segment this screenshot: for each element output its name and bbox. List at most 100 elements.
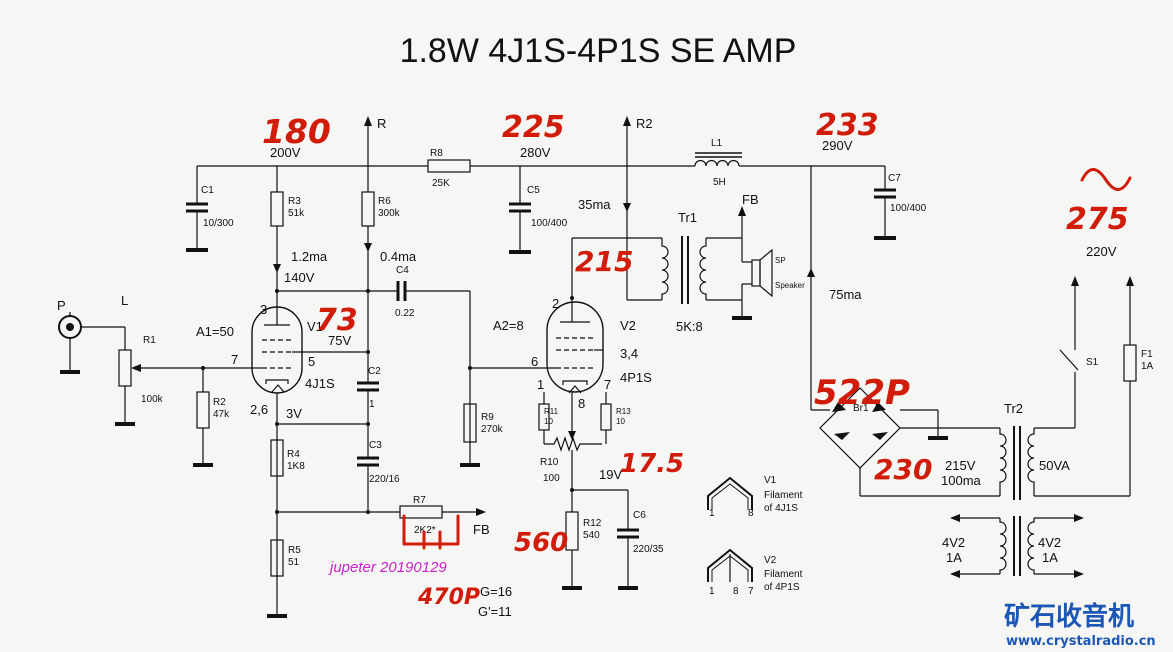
svg-text:R11: R11 <box>544 407 559 416</box>
svg-text:470P: 470P <box>417 585 480 610</box>
handwritten-annotations: 180 225 233 275 215 73 17.5 560 470P 522… <box>262 108 1132 610</box>
svg-text:35ma: 35ma <box>578 197 611 212</box>
svg-text:V2: V2 <box>764 555 777 566</box>
resistor-r9: R9 270k <box>460 366 504 467</box>
svg-text:6: 6 <box>531 354 538 369</box>
voltage-280v: 280V <box>520 145 551 160</box>
svg-text:Br1: Br1 <box>853 403 869 414</box>
speaker: FB SP Speaker <box>732 192 805 320</box>
mains-input: S1 F1 1A 220V <box>1059 244 1154 496</box>
svg-text:C2: C2 <box>368 366 381 377</box>
svg-text:540: 540 <box>583 530 600 541</box>
svg-text:3: 3 <box>260 302 267 317</box>
svg-text:47k: 47k <box>213 409 230 420</box>
svg-text:220/16: 220/16 <box>369 474 400 485</box>
power-transformer-tr2: Tr2 215V 100ma 50VA <box>941 401 1130 500</box>
svg-text:73: 73 <box>316 303 358 338</box>
svg-text:100: 100 <box>543 473 560 484</box>
svg-text:of 4P1S: of 4P1S <box>764 582 800 593</box>
capacitor-c5: C5 100/400 <box>509 166 568 254</box>
svg-text:1: 1 <box>537 377 544 392</box>
v2-plate-wire <box>570 237 662 300</box>
svg-text:75V: 75V <box>328 333 351 348</box>
svg-text:25K: 25K <box>432 178 450 189</box>
svg-text:Speaker: Speaker <box>775 281 805 290</box>
svg-text:C3: C3 <box>369 440 382 451</box>
svg-text:C5: C5 <box>527 185 540 196</box>
svg-text:A2=8: A2=8 <box>493 318 524 333</box>
svg-text:Filament: Filament <box>764 490 803 501</box>
svg-text:矿石收音机: 矿石收音机 <box>1004 601 1134 632</box>
svg-text:SP: SP <box>775 256 786 265</box>
v2-cathode-network: R11 10 R13 10 R10 100 19V R12 540 C6 220… <box>538 392 664 590</box>
svg-text:R3: R3 <box>288 196 301 207</box>
svg-text:8: 8 <box>578 396 585 411</box>
svg-text:L: L <box>121 293 128 308</box>
plate-supply-line: 35ma <box>578 166 631 300</box>
svg-text:R4: R4 <box>287 449 300 460</box>
svg-text:220V: 220V <box>1086 244 1117 259</box>
svg-text:225: 225 <box>502 110 565 145</box>
svg-text:FB: FB <box>473 522 490 537</box>
svg-text:230: 230 <box>874 453 932 486</box>
svg-text:Tr1: Tr1 <box>678 210 697 225</box>
svg-text:17.5: 17.5 <box>620 449 684 479</box>
tube-v1: 3 7 5 2,6 V1 75V 4J1S A1=50 <box>196 298 370 616</box>
resistor-r3: R3 51k 1.2ma 140V <box>270 166 328 298</box>
svg-text:180: 180 <box>262 112 331 151</box>
svg-text:R9: R9 <box>481 412 494 423</box>
test-point-r-right: R2 <box>623 116 653 166</box>
svg-text:0.4ma: 0.4ma <box>380 249 417 264</box>
cathode-network: 3V R4 1K8 C3 220/16 <box>270 406 400 514</box>
svg-text:R13: R13 <box>616 407 631 416</box>
svg-text:P: P <box>57 298 66 313</box>
svg-text:560: 560 <box>514 528 568 558</box>
svg-text:100/400: 100/400 <box>531 218 568 229</box>
svg-text:215: 215 <box>575 245 633 278</box>
svg-text:4V2: 4V2 <box>1038 535 1061 550</box>
choke-l1: L1 5H <box>694 138 742 188</box>
svg-text:R5: R5 <box>288 545 301 556</box>
svg-text:233: 233 <box>816 108 879 143</box>
heater-transformer: 4V2 1A 4V2 1A <box>942 514 1084 578</box>
svg-text:R1: R1 <box>143 335 156 346</box>
svg-text:1K8: 1K8 <box>287 461 305 472</box>
resistor-r8: R8 25K <box>427 148 471 189</box>
voltage-290v: 290V <box>822 138 853 153</box>
svg-text:270k: 270k <box>481 424 504 435</box>
svg-text:R8: R8 <box>430 148 443 159</box>
svg-text:R12: R12 <box>583 518 602 529</box>
svg-text:A1=50: A1=50 <box>196 324 234 339</box>
svg-text:4J1S: 4J1S <box>305 376 335 391</box>
svg-text:100/400: 100/400 <box>890 203 927 214</box>
svg-text:10/300: 10/300 <box>203 218 234 229</box>
svg-text:V2: V2 <box>620 318 636 333</box>
svg-text:100k: 100k <box>141 394 164 405</box>
capacitor-c1: C1 10/300 <box>186 166 234 252</box>
capacitor-c7: C7 100/400 <box>874 166 927 240</box>
svg-text:1: 1 <box>709 508 715 519</box>
gain-g: G=16 <box>480 584 512 599</box>
svg-text:51k: 51k <box>288 208 305 219</box>
tube-v2: 2 6 3,4 V2 4P1S 1 8 7 A2=8 <box>470 296 652 411</box>
svg-text:C6: C6 <box>633 510 646 521</box>
svg-text:1.2ma: 1.2ma <box>291 249 328 264</box>
filament-legend-v1: 1 8 V1 Filament of 4J1S <box>707 475 803 519</box>
svg-text:R2: R2 <box>213 397 226 408</box>
potentiometer-r1: R1 100k <box>115 327 252 426</box>
svg-text:7: 7 <box>604 377 611 392</box>
svg-text:75ma: 75ma <box>829 287 862 302</box>
svg-text:www.crystalradio.cn: www.crystalradio.cn <box>1006 634 1156 649</box>
svg-text:19V: 19V <box>599 467 622 482</box>
resistor-r5: R5 51 <box>267 539 301 618</box>
svg-text:5K:8: 5K:8 <box>676 319 703 334</box>
svg-text:3V: 3V <box>286 406 302 421</box>
svg-text:C4: C4 <box>396 265 409 276</box>
svg-text:2,6: 2,6 <box>250 402 268 417</box>
svg-text:300k: 300k <box>378 208 401 219</box>
svg-text:3,4: 3,4 <box>620 346 638 361</box>
svg-text:5H: 5H <box>713 177 726 188</box>
svg-text:R: R <box>377 116 386 131</box>
